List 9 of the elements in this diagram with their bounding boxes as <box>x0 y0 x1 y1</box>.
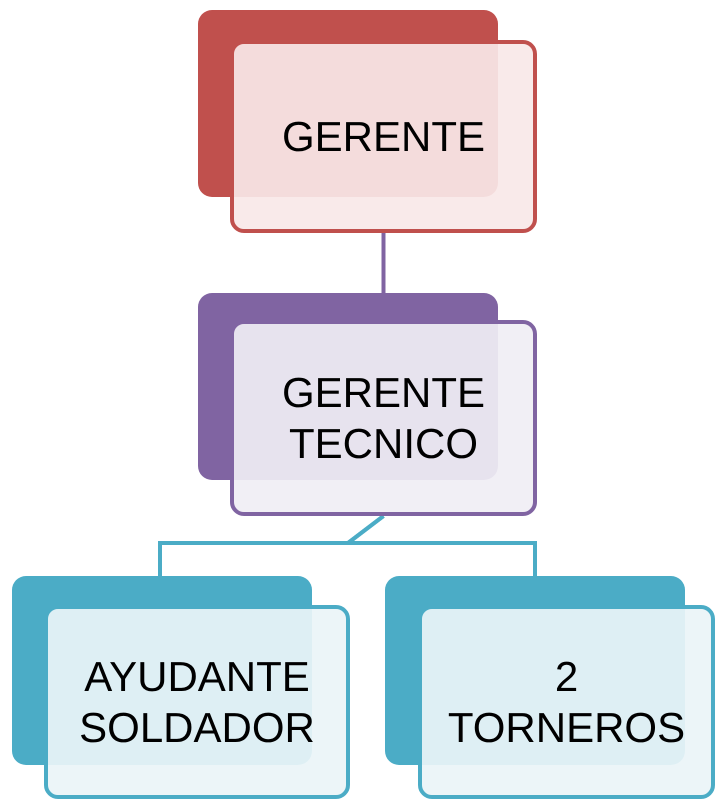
box-label: GERENTE <box>282 112 486 162</box>
org-chart-box <box>385 576 715 799</box>
org-chart-box <box>198 10 537 233</box>
box-label: 2 TORNEROS <box>446 652 686 753</box>
org-chart-box <box>198 293 537 516</box>
box-label: GERENTE TECNICO <box>280 368 486 469</box>
connector-line <box>382 233 386 293</box>
org-chart-box <box>12 576 350 799</box>
box-label: AYUDANTE SOLDADOR <box>78 652 316 753</box>
